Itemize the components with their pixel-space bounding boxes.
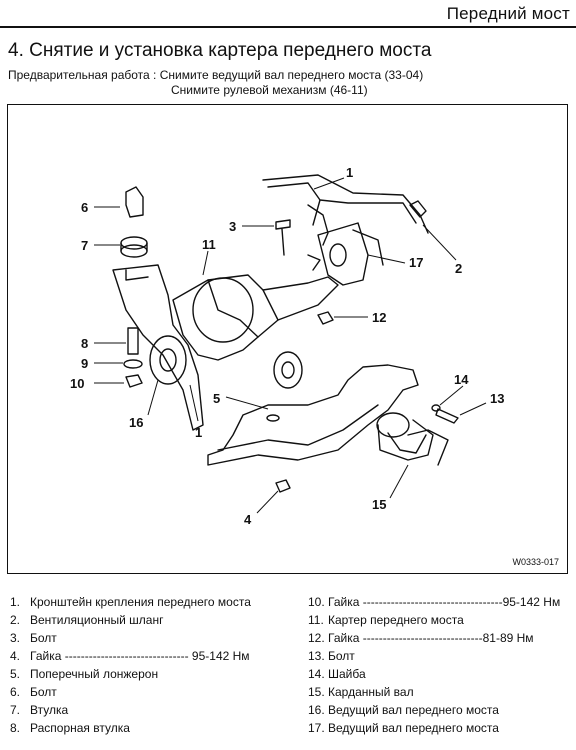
callout-11: 11 bbox=[202, 237, 216, 252]
legend-item: 12.Гайка ------------------------------8… bbox=[308, 629, 570, 647]
legend-text: Гайка ------------------------------- 95… bbox=[30, 649, 250, 663]
legend-text: Вентиляционный шланг bbox=[30, 613, 164, 627]
legend-left: 1. Кронштейн крепления переднего моста 2.… bbox=[10, 593, 300, 737]
legend-item: 14.Шайба bbox=[308, 665, 570, 683]
legend-text: Болт bbox=[328, 649, 355, 663]
legend-text: Болт bbox=[30, 685, 57, 699]
callout-1-bottom: 1 bbox=[195, 425, 202, 440]
legend-number: 11. bbox=[308, 613, 324, 627]
legend-item: 6. Болт bbox=[10, 683, 300, 701]
legend-number: 4. bbox=[10, 649, 21, 663]
legend-text: Карданный вал bbox=[328, 685, 414, 699]
callout-10: 10 bbox=[70, 376, 84, 391]
section-title: 4. Снятие и установка картера переднего … bbox=[8, 40, 432, 61]
callout-4: 4 bbox=[244, 512, 252, 527]
legend-text: Поперечный лонжерон bbox=[30, 667, 159, 681]
breather-hose bbox=[262, 174, 429, 234]
legend-number: 7. bbox=[10, 703, 21, 717]
legend-text: Распорная втулка bbox=[30, 721, 130, 735]
legend-item: 17.Ведущий вал переднего моста bbox=[308, 719, 570, 737]
legend-text: Втулка bbox=[30, 703, 69, 717]
exploded-diagram: 1 1 2 3 4 5 6 7 8 9 10 11 12 13 14 15 16… bbox=[7, 104, 568, 574]
crossmember bbox=[207, 364, 419, 466]
callout-9: 9 bbox=[81, 356, 88, 371]
legend-number: 16. bbox=[308, 703, 325, 717]
callout-8: 8 bbox=[81, 336, 88, 351]
bolt-13-drawing bbox=[435, 408, 459, 424]
callout-5: 5 bbox=[213, 391, 220, 406]
front-axle-bracket bbox=[112, 264, 204, 431]
legend-number: 1. bbox=[10, 595, 21, 609]
legend-text: Кронштейн крепления переднего моста bbox=[30, 595, 251, 609]
preliminary-work: Предварительная работа : Снимите ведущий… bbox=[8, 68, 423, 98]
legend-number: 6. bbox=[10, 685, 21, 699]
legend-item: 8. Распорная втулка bbox=[10, 719, 300, 737]
legend-item: 13.Болт bbox=[308, 647, 570, 665]
legend-number: 5. bbox=[10, 667, 21, 681]
callout-1-top: 1 bbox=[346, 165, 353, 180]
legend-text: Гайка ----------------------------------… bbox=[328, 595, 561, 609]
legend-text: Болт bbox=[30, 631, 57, 645]
bolt-6-drawing bbox=[125, 186, 144, 218]
diagram-drawing: 1 1 2 3 4 5 6 7 8 9 10 11 12 13 14 15 16… bbox=[70, 165, 504, 527]
callout-12: 12 bbox=[372, 310, 386, 325]
legend-number: 2. bbox=[10, 613, 21, 627]
callout-15: 15 bbox=[372, 497, 386, 512]
legend-text: Ведущий вал переднего моста bbox=[328, 703, 499, 717]
legend-number: 3. bbox=[10, 631, 21, 645]
legend-number: 17. bbox=[308, 721, 325, 735]
preliminary-line-2: Снимите рулевой механизм (46-11) bbox=[171, 83, 368, 97]
bolt-3-drawing bbox=[275, 219, 291, 256]
callout-3: 3 bbox=[229, 219, 236, 234]
legend-number: 13. bbox=[308, 649, 325, 663]
callout-13: 13 bbox=[490, 391, 504, 406]
figure-code: W0333-017 bbox=[512, 557, 559, 567]
legend-item: 5. Поперечный лонжерон bbox=[10, 665, 300, 683]
legend-item: 2. Вентиляционный шланг bbox=[10, 611, 300, 629]
callout-2: 2 bbox=[455, 261, 462, 276]
legend-text: Гайка ------------------------------81-8… bbox=[328, 631, 534, 645]
legend-item: 11. Картер переднего моста bbox=[308, 611, 570, 629]
legend-text: Картер переднего моста bbox=[328, 613, 464, 627]
legend-item: 4. Гайка ------------------------------- … bbox=[10, 647, 300, 665]
legend-right: 10.Гайка -------------------------------… bbox=[308, 593, 570, 737]
propeller-shaft bbox=[377, 419, 434, 461]
axle-housing bbox=[172, 274, 339, 361]
callout-6: 6 bbox=[81, 200, 88, 215]
legend-item: 15.Карданный вал bbox=[308, 683, 570, 701]
callout-7: 7 bbox=[81, 238, 88, 253]
callout-16: 16 bbox=[129, 415, 143, 430]
header-title: Передний мост bbox=[446, 4, 570, 23]
legend-number: 15. bbox=[308, 685, 325, 699]
callout-17: 17 bbox=[409, 255, 423, 270]
legend-number: 12. bbox=[308, 631, 325, 645]
legend-item: 7. Втулка bbox=[10, 701, 300, 719]
preliminary-line-1: Предварительная работа : Снимите ведущий… bbox=[8, 68, 424, 82]
legend-text: Ведущий вал переднего моста bbox=[328, 721, 499, 735]
legend-number: 10. bbox=[308, 595, 325, 609]
legend-item: 1. Кронштейн крепления переднего моста bbox=[10, 593, 300, 611]
legend-item: 3. Болт bbox=[10, 629, 300, 647]
legend-item: 16.Ведущий вал переднего моста bbox=[308, 701, 570, 719]
callout-14: 14 bbox=[454, 372, 469, 387]
legend-item: 10.Гайка -------------------------------… bbox=[308, 593, 570, 611]
axle-shaft-flange bbox=[317, 222, 369, 286]
header-rule bbox=[0, 26, 576, 28]
legend-text: Шайба bbox=[328, 667, 366, 681]
legend-number: 8. bbox=[10, 721, 21, 735]
legend-number: 14. bbox=[308, 667, 325, 681]
